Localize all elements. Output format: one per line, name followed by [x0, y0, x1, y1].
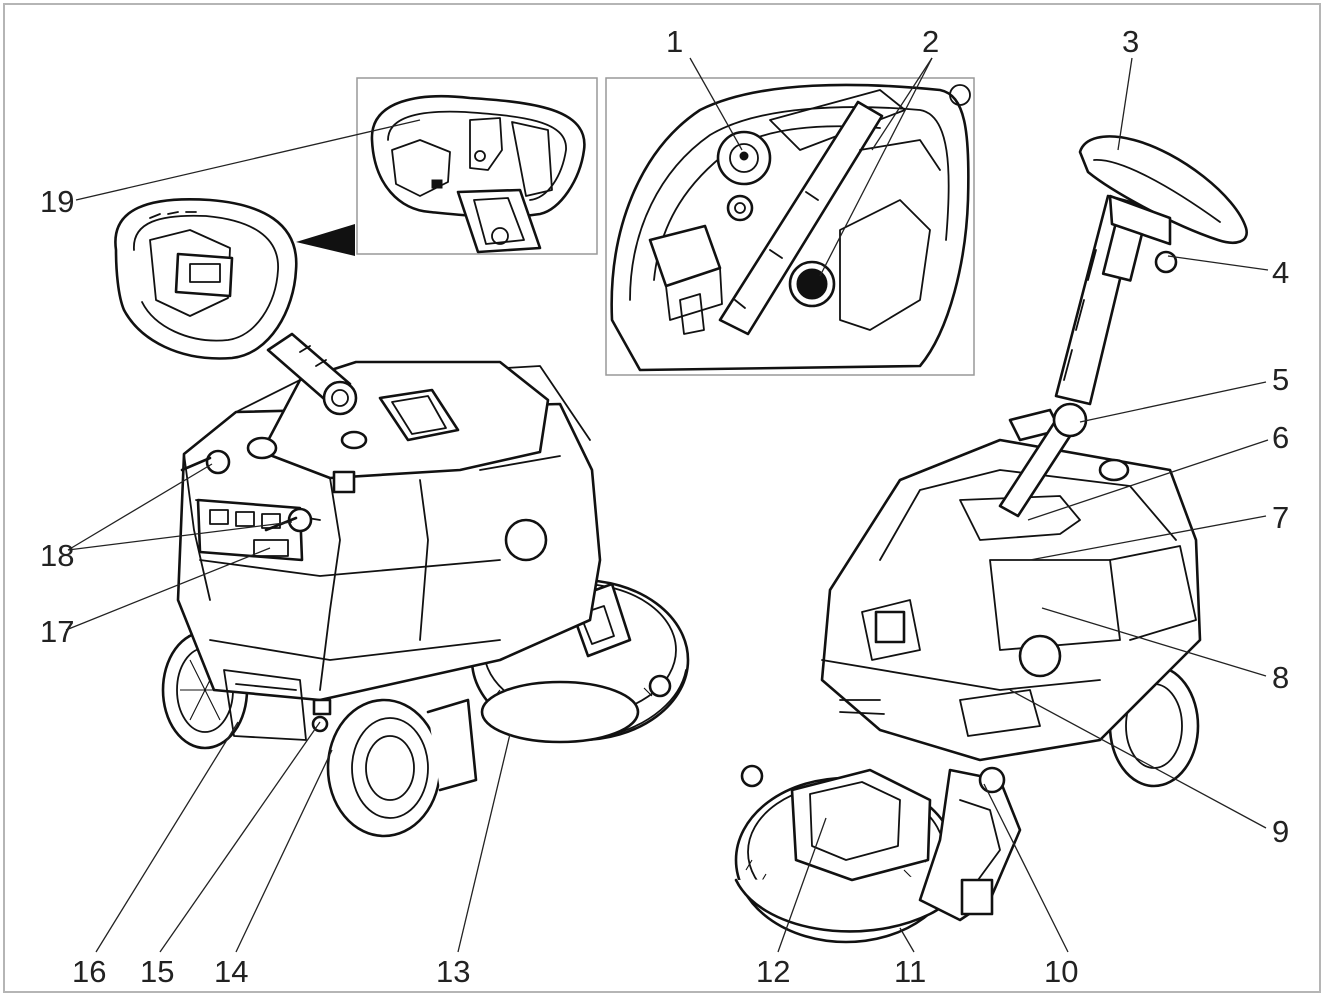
leader-15 [159, 721, 321, 953]
callout-16: 16 [72, 954, 106, 989]
callout-3: 3 [1122, 24, 1139, 59]
callout-17: 17 [40, 614, 74, 649]
leader-9 [1009, 689, 1267, 829]
callout-19: 19 [40, 184, 74, 219]
leader-18b [67, 521, 293, 551]
callout-5: 5 [1272, 362, 1289, 397]
leader-4 [1167, 255, 1269, 271]
diagram-frame [3, 3, 1321, 993]
callout-6: 6 [1272, 420, 1289, 455]
leader-11 [899, 927, 915, 953]
leader-19 [75, 119, 421, 201]
leader-12 [777, 817, 827, 953]
leader-17 [65, 547, 271, 631]
callout-13: 13 [436, 954, 470, 989]
leader-14 [235, 749, 333, 953]
callout-12: 12 [756, 954, 790, 989]
leader-5 [1079, 381, 1267, 423]
callout-9: 9 [1272, 814, 1289, 849]
leader-3 [1117, 57, 1133, 151]
leader-8 [1041, 607, 1267, 677]
callout-8: 8 [1272, 660, 1289, 695]
leader-13 [457, 733, 511, 953]
callout-10: 10 [1044, 954, 1078, 989]
callout-7: 7 [1272, 500, 1289, 535]
leader-lines [65, 57, 1269, 953]
leader-16 [95, 721, 239, 953]
callout-2: 2 [922, 24, 939, 59]
leader-10 [983, 783, 1069, 953]
callout-labels: 1 2 3 4 5 6 7 8 9 10 11 12 13 14 15 16 1… [40, 24, 1289, 989]
leader-18a [67, 463, 213, 551]
inset-pointer [296, 224, 355, 256]
machine-right-view [734, 135, 1248, 944]
callout-11: 11 [894, 954, 926, 989]
leader-1 [689, 57, 743, 151]
inset-handle-closeup [356, 77, 598, 255]
leader-6 [1027, 439, 1269, 521]
leader-2a [871, 57, 933, 151]
callout-15: 15 [140, 954, 174, 989]
callout-18: 18 [40, 538, 74, 573]
inset-compartment-closeup [605, 77, 975, 376]
leader-2b [819, 57, 933, 277]
callout-1: 1 [666, 24, 683, 59]
callout-14: 14 [214, 954, 248, 989]
callout-4: 4 [1272, 255, 1289, 290]
machine-left-view [114, 198, 690, 838]
leader-7 [1029, 515, 1267, 561]
